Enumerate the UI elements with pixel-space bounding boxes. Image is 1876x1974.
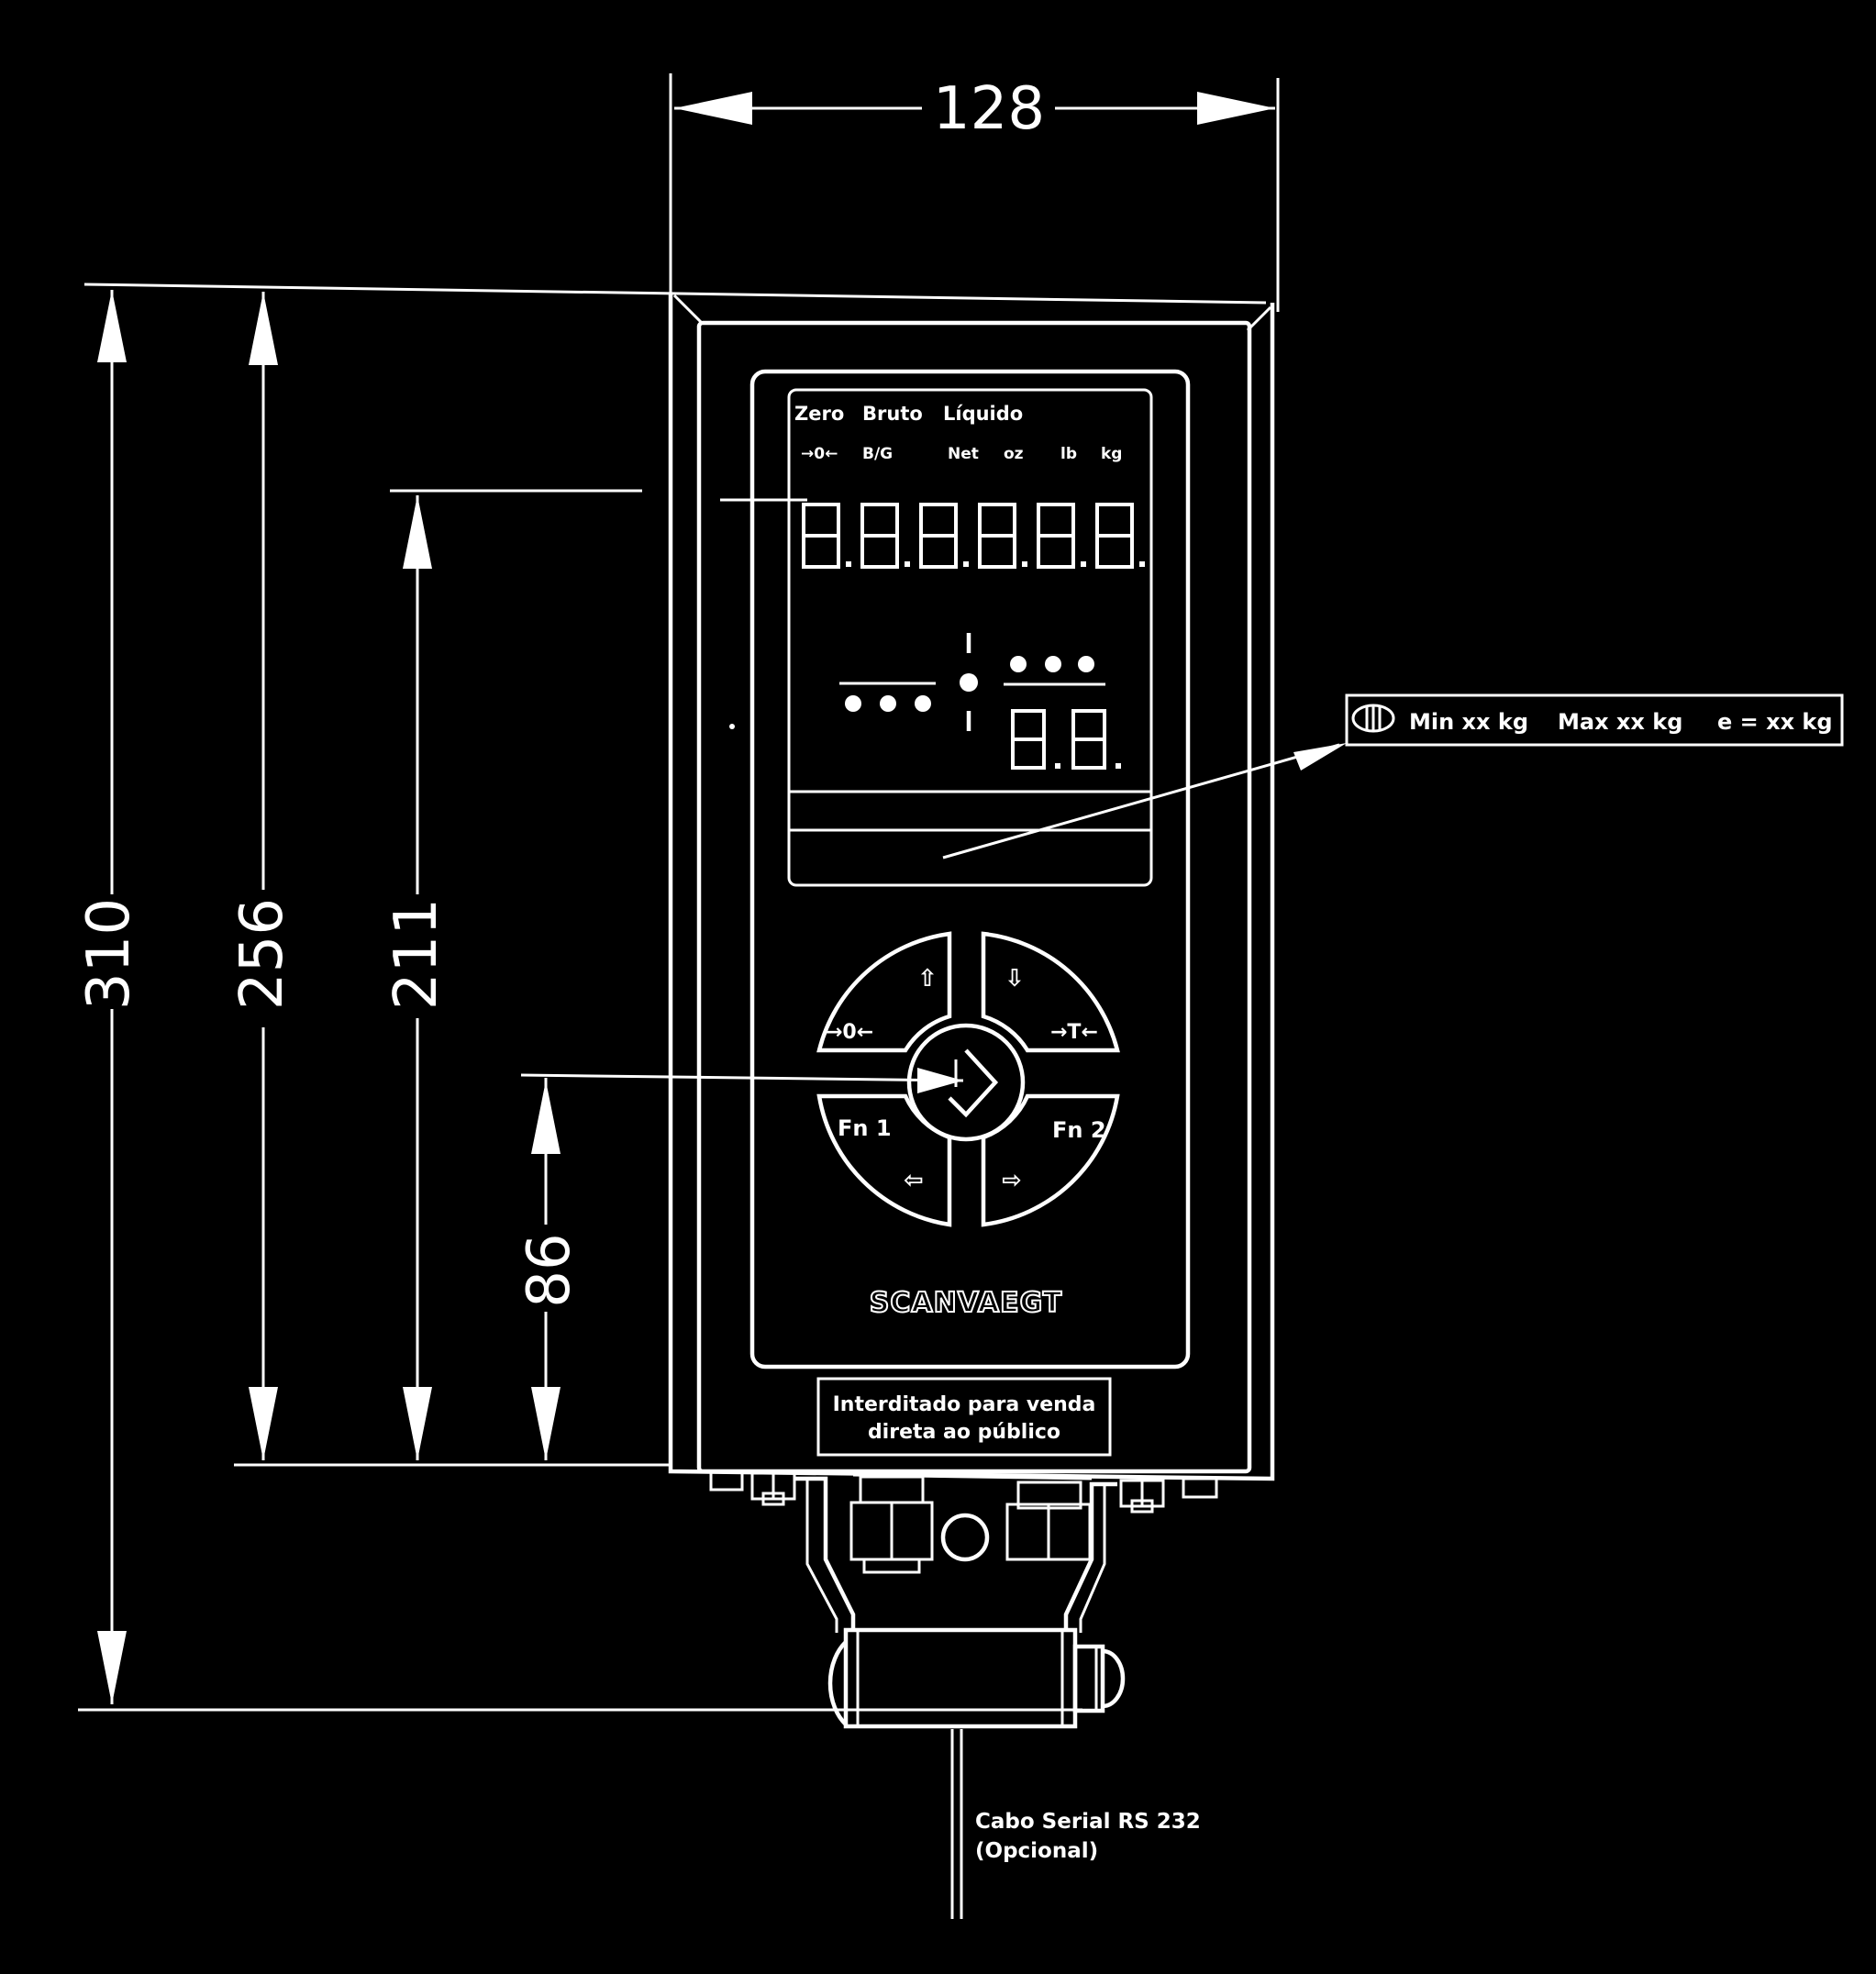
dim-text-211: 211 <box>383 898 450 1010</box>
key-tare-down[interactable] <box>981 931 1120 1053</box>
scanvaegt-logo: SCANVAEGT <box>870 1287 1062 1319</box>
info-min: Min xx kg <box>1409 709 1528 735</box>
notice-line-1: Interditado para venda <box>833 1393 1096 1416</box>
down-arrow-icon: ⇩ <box>1005 965 1025 993</box>
zero-key-label: →0← <box>826 1021 873 1044</box>
dimension-height-86: 86 <box>516 1068 964 1460</box>
enter-icon <box>948 1048 999 1118</box>
screw-dot <box>729 724 735 729</box>
indicator-lb: lb <box>1060 445 1077 463</box>
mounting-bracket <box>709 1469 1218 1633</box>
digit-1 <box>802 503 851 569</box>
indicator-oz: oz <box>1004 445 1024 463</box>
fn1-key-label: Fn 1 <box>838 1115 892 1141</box>
dim-text-86: 86 <box>516 1233 583 1307</box>
dim-text-256: 256 <box>228 898 296 1010</box>
dimension-height-310: 310 <box>75 290 143 1704</box>
display-window <box>787 388 1153 887</box>
indicator-bg: B/G <box>862 445 893 463</box>
key-fn2-right[interactable] <box>981 1093 1120 1227</box>
key-enter[interactable] <box>906 1023 1026 1142</box>
indicator-kg: kg <box>1101 445 1122 463</box>
digit-6 <box>1095 503 1145 569</box>
fn2-key-label: Fn 2 <box>1052 1117 1106 1143</box>
key-zero-up[interactable] <box>816 931 952 1053</box>
info-e: e = xx kg <box>1717 709 1833 735</box>
dim-text-128: 128 <box>933 75 1045 143</box>
left-arrow-icon: ⇦ <box>904 1167 924 1194</box>
indicator-net: Net <box>948 445 979 463</box>
seven-segment-row <box>802 503 1145 569</box>
fraction-indicator <box>839 633 1121 770</box>
digit-3 <box>919 503 969 569</box>
ext-line-top <box>83 283 1267 305</box>
label-liquido: Líquido <box>943 403 1023 425</box>
dim-text-310: 310 <box>75 898 143 1010</box>
cable-note-line-1: Cabo Serial RS 232 <box>975 1810 1201 1834</box>
right-arrow-icon: ⇨ <box>1002 1167 1022 1194</box>
label-zero: Zero <box>794 403 844 425</box>
bottom-connector-block <box>827 1627 1126 1729</box>
keypad <box>816 931 1120 1227</box>
notice-line-2: direta ao público <box>868 1421 1060 1444</box>
dimension-height-256: 256 <box>228 292 296 1460</box>
dimension-width-128: 128 <box>669 73 1280 312</box>
cable-gland-left <box>849 1475 934 1574</box>
vent-hole <box>940 1513 990 1562</box>
info-max: Max xx kg <box>1558 709 1682 735</box>
tare-key-label: →T← <box>1050 1021 1098 1044</box>
digit-5 <box>1037 503 1086 569</box>
info-plate-callout: Min xx kg Max xx kg e = xx kg <box>942 693 1844 859</box>
indicator-zero: →0← <box>801 445 838 463</box>
label-bruto: Bruto <box>862 403 923 425</box>
dimension-height-211: 211 <box>383 495 450 1460</box>
device-housing <box>668 294 1275 1481</box>
cable-note-line-2: (Opcional) <box>975 1839 1098 1863</box>
cable-gland-right <box>1005 1480 1092 1561</box>
digit-4 <box>978 503 1027 569</box>
notice-plate: Interditado para venda direta ao público <box>816 1377 1112 1457</box>
up-arrow-icon: ⇧ <box>917 965 938 993</box>
digit-2 <box>860 503 910 569</box>
